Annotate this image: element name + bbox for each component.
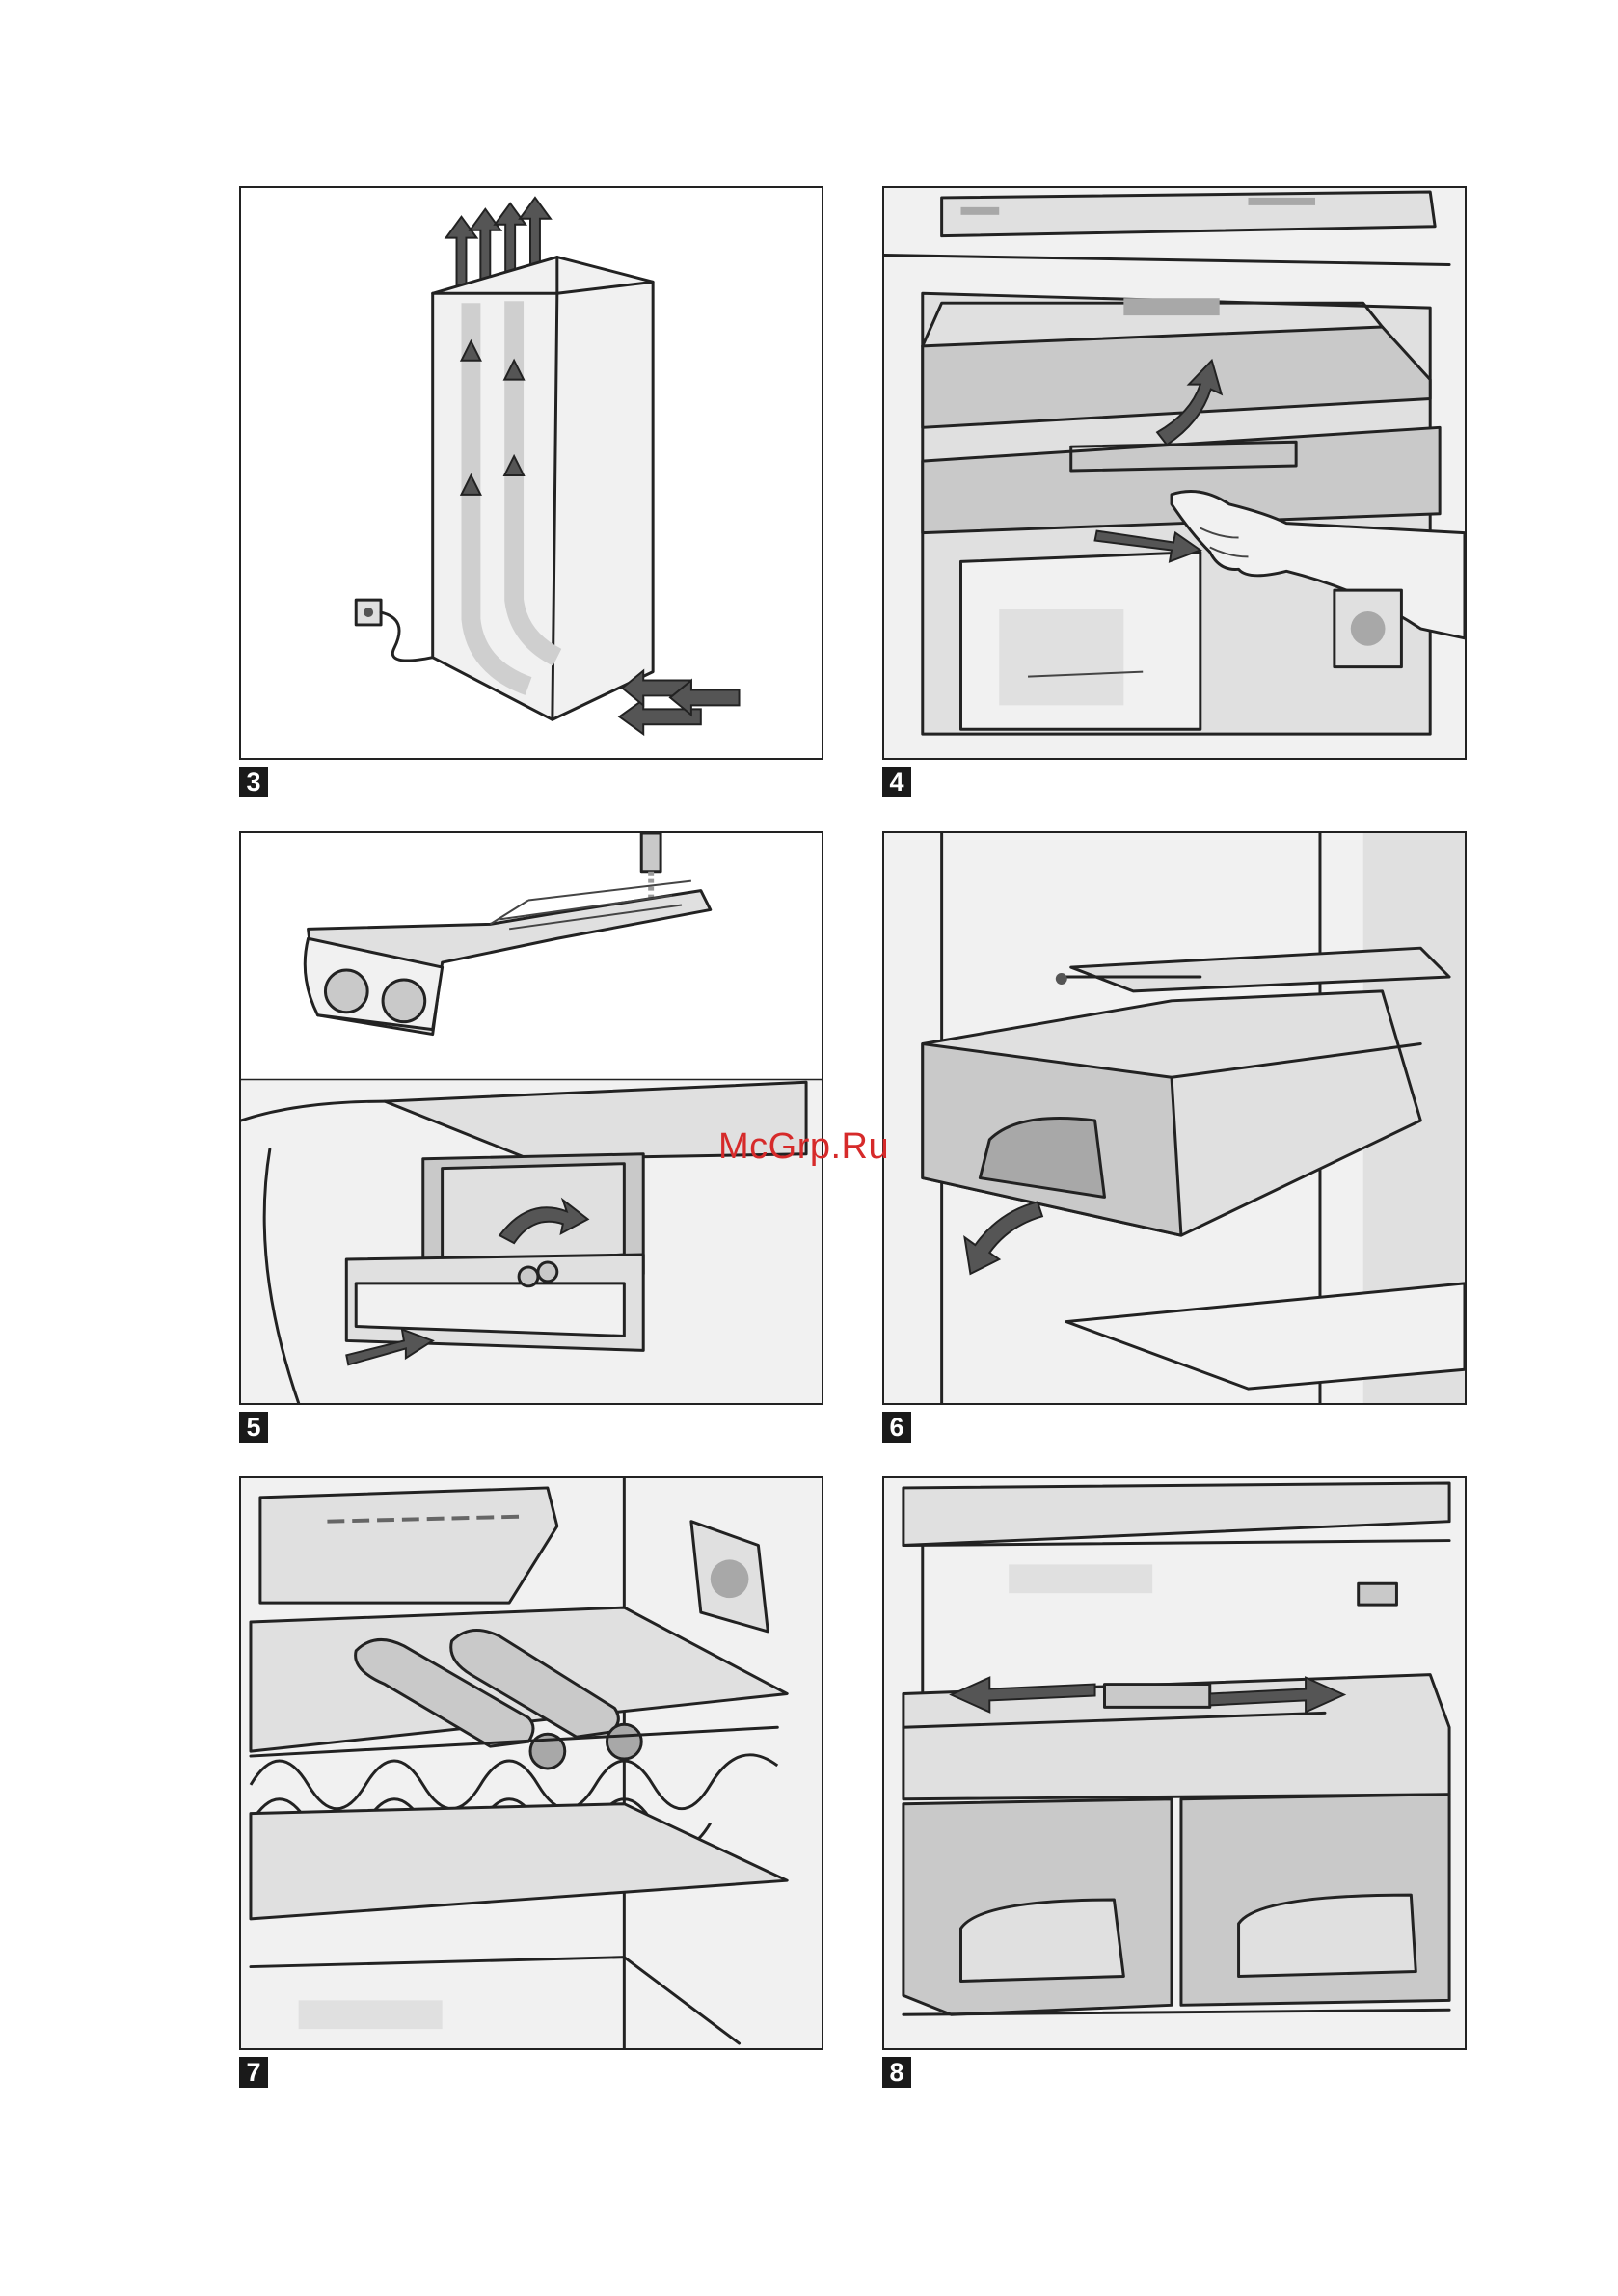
figure-7-panel [239, 1476, 823, 2050]
bottle-rack-icon [241, 1478, 822, 2048]
figure-6-panel [882, 831, 1467, 1405]
ice-cube-tray-filling-icon [241, 833, 822, 1403]
figure-5-panel [239, 831, 823, 1405]
refrigerator-airflow-ventilation-icon [241, 188, 822, 758]
watermark-text: McGrp.Ru [718, 1126, 889, 1168]
figure-4-panel [882, 186, 1467, 760]
figure-7-number: 7 [239, 2057, 268, 2088]
figure-3-panel [239, 186, 823, 760]
figure-8-number: 8 [882, 2057, 911, 2088]
figure-5-number: 5 [239, 1412, 268, 1443]
figure-8-panel [882, 1476, 1467, 2050]
remove-drawer-icon [884, 833, 1465, 1403]
figure-3-number: 3 [239, 767, 268, 797]
figure-4-number: 4 [882, 767, 911, 797]
adjustable-drawer-divider-icon [884, 1478, 1465, 2048]
figure-6-number: 6 [882, 1412, 911, 1443]
remove-glass-shelf-icon [884, 188, 1465, 758]
